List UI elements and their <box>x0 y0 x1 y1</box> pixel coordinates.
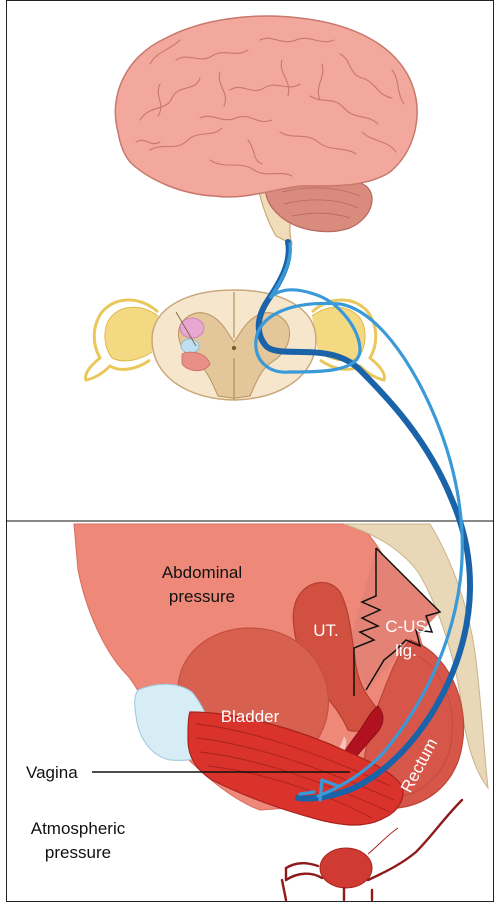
ligament-label-1: C-US <box>385 617 427 636</box>
ligament-label-2: lig. <box>395 641 417 660</box>
bladder-label: Bladder <box>221 707 280 726</box>
abdominal-pressure-label-2: pressure <box>169 587 235 606</box>
uterus-label: UT. <box>313 621 339 640</box>
vagina-label: Vagina <box>26 763 78 782</box>
anal-sphincter-icon <box>320 848 372 888</box>
atmospheric-pressure-label-1: Atmospheric <box>31 819 126 838</box>
abdominal-pressure-label-1: Abdominal <box>162 563 242 582</box>
atmospheric-pressure-label-2: pressure <box>45 843 111 862</box>
